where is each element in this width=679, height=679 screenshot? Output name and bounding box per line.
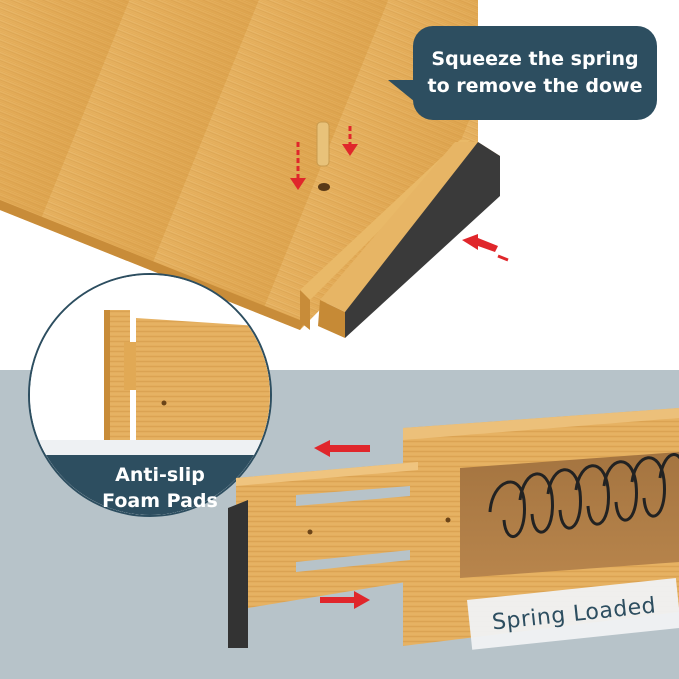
spring: [488, 453, 679, 539]
dowel-hole: [318, 183, 330, 191]
anti-slip-line-2: Foam Pads: [102, 490, 218, 512]
red-arrow-icon: [462, 234, 509, 262]
instruction-callout: Squeeze the spring to remove the dowe: [413, 26, 657, 120]
callout-line-1: Squeeze the spring: [431, 48, 639, 70]
callout-line-2: to remove the dowe: [427, 75, 643, 97]
red-arrow-icon: [342, 126, 358, 156]
red-arrow-icon: [290, 142, 306, 190]
inset-circle: [28, 273, 272, 517]
red-arrow-icon: [314, 440, 370, 457]
foam-pad: [345, 142, 500, 338]
spring-loaded-text: Spring Loaded: [490, 592, 658, 635]
anti-slip-line-1: Anti-slip: [115, 464, 205, 486]
foam-pad: [228, 500, 248, 648]
anti-slip-label: Anti-slip Foam Pads: [80, 462, 240, 514]
dowel: [316, 121, 330, 167]
red-arrow-icon: [320, 591, 370, 609]
top-divider-board: [0, 0, 500, 338]
